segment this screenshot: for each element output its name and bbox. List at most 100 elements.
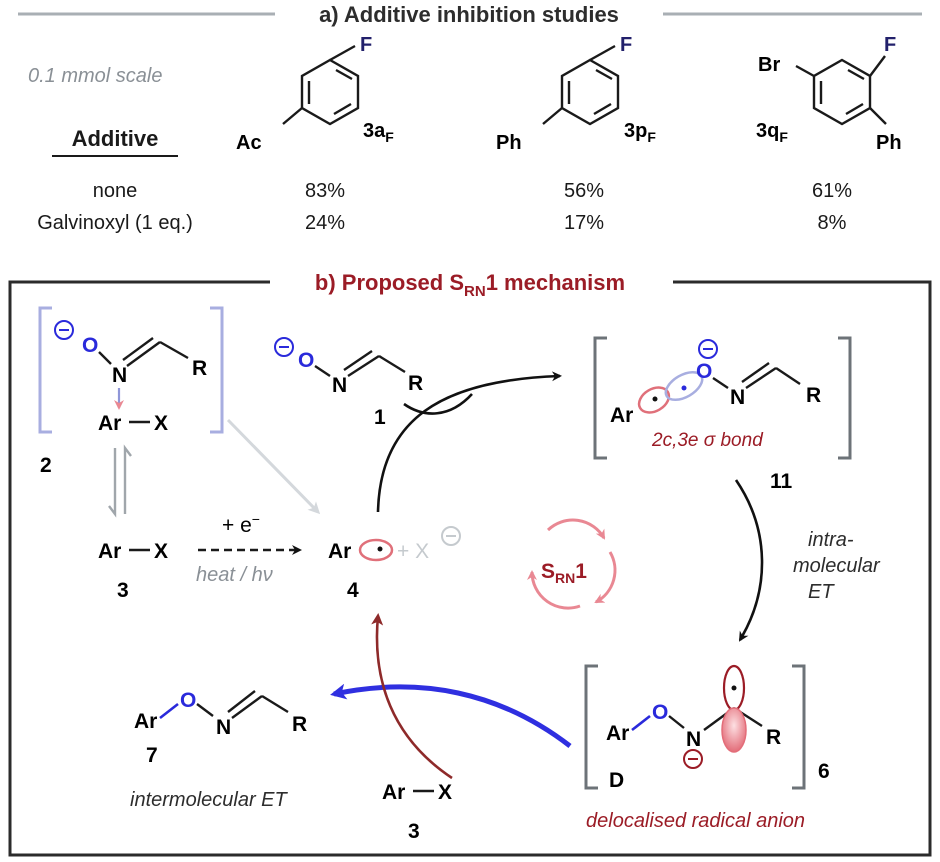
svg-text:R: R — [766, 726, 781, 749]
section-b: b) Proposed SRN1 mechanism O N R Ar X 2 — [8, 270, 932, 857]
fluorine-label: F — [620, 34, 632, 56]
c-br-bond — [795, 64, 815, 78]
svg-text:intra-: intra- — [808, 529, 854, 551]
srn1-label: SRN1 — [541, 560, 587, 586]
negative-charge-icon — [698, 339, 718, 359]
svg-text:N: N — [730, 386, 745, 409]
yield-cell: 8% — [818, 212, 847, 234]
label-d: D — [609, 769, 624, 792]
intramolecular-et-label: intra- molecular ET — [793, 529, 881, 603]
radical-dot — [377, 546, 383, 552]
c-ac-bond — [282, 107, 303, 125]
svg-text:N: N — [112, 364, 127, 387]
compound-label-6: 6 — [818, 760, 830, 783]
negative-charge-icon — [441, 526, 461, 546]
svg-text:Ar: Ar — [382, 781, 405, 804]
section-a: a) Additive inhibition studies 0.1 mmol … — [18, 2, 922, 234]
svg-text:R: R — [408, 372, 423, 395]
svg-text:molecular: molecular — [793, 555, 881, 577]
compound-label-3pF: 3pF — [624, 120, 656, 145]
aryl-orbital — [637, 386, 671, 414]
substituent-ph: Ph — [496, 132, 522, 154]
svg-text:N: N — [332, 374, 347, 397]
substituent-br: Br — [758, 54, 780, 76]
c-f-bond — [869, 55, 886, 77]
p-orbital-lower — [721, 707, 747, 753]
oximate-entry-arrow — [403, 393, 473, 415]
yield-cell: 17% — [564, 212, 604, 234]
dissociation-arrow — [226, 418, 321, 515]
section-b-title: b) Proposed SRN1 mechanism — [315, 270, 625, 300]
svg-text:R: R — [192, 357, 207, 380]
svg-text:Ar: Ar — [134, 710, 157, 733]
radical-anion-11: Ar O N R 2c,3e σ bond 11 — [593, 336, 852, 493]
fluorine-label: F — [884, 34, 896, 56]
svg-text:O: O — [180, 689, 196, 712]
compound-3aF — [282, 44, 360, 126]
svg-text:N: N — [686, 728, 701, 751]
aryl-radical-4: Ar + X 4 — [328, 526, 461, 602]
chain-propagation-arrow — [371, 613, 453, 780]
negative-charge-icon — [274, 337, 294, 357]
mechanism-frame — [8, 280, 932, 857]
svg-text:O: O — [696, 360, 712, 383]
svg-text:R: R — [806, 384, 821, 407]
c-f-bond — [589, 44, 616, 62]
c-ph-bond — [542, 107, 563, 125]
svg-text:X: X — [154, 412, 168, 435]
svg-text:R: R — [292, 713, 307, 736]
product-forming-arrow — [330, 683, 572, 748]
scale-note: 0.1 mmol scale — [28, 65, 163, 87]
intermolecular-et-label: intermolecular ET — [130, 789, 289, 811]
benzene-ring — [300, 58, 360, 126]
substituent-ac: Ac — [236, 132, 262, 154]
benzene-ring — [812, 58, 872, 126]
bond-note: 2c,3e σ bond — [651, 430, 764, 451]
svg-text:N: N — [216, 716, 231, 739]
section-a-title: a) Additive inhibition studies — [319, 2, 619, 27]
svg-text:Ar: Ar — [606, 722, 629, 745]
compound-label-1: 1 — [374, 406, 386, 429]
svg-text:Ar: Ar — [98, 540, 121, 563]
substituent-ph: Ph — [876, 132, 902, 154]
radical-anion-note: delocalised radical anion — [586, 810, 805, 832]
complex-2: O N R Ar X 2 — [38, 306, 224, 477]
compound-3pF — [542, 44, 620, 126]
yield-cell: 83% — [305, 180, 345, 202]
yield-table: none 83% 56% 61% Galvinoxyl (1 eq.) 24% … — [37, 180, 852, 234]
compound-3qF — [795, 55, 887, 126]
aryl-halide-3-bottom: Ar X 3 — [382, 781, 452, 843]
heat-hv-label: heat / hν — [196, 564, 273, 586]
compound-label-11: 11 — [770, 470, 793, 493]
halide-leaving: + X — [397, 540, 429, 563]
yield-cell: 56% — [564, 180, 604, 202]
negative-charge-icon — [54, 320, 74, 340]
svg-text:X: X — [438, 781, 452, 804]
additive-header: Additive — [72, 126, 159, 151]
additive-galvinoxyl: Galvinoxyl (1 eq.) — [37, 212, 193, 234]
benzene-ring — [560, 58, 620, 126]
c-f-bond — [329, 44, 356, 62]
radical-anion-6: Ar O N R D 6 delocalised radical anion — [584, 664, 830, 832]
additive-none: none — [93, 180, 138, 202]
fluorine-label: F — [360, 34, 372, 56]
svg-text:Ar: Ar — [98, 412, 121, 435]
oxygen-orbital — [664, 370, 704, 402]
compound-label-7: 7 — [146, 744, 158, 767]
electron-gain: + e− — [222, 511, 260, 537]
cycle-arrow-4-to-11 — [376, 371, 562, 513]
svg-text:ET: ET — [808, 581, 835, 603]
compound-label-3: 3 — [117, 579, 129, 602]
radical-orbital — [358, 538, 394, 562]
compound-label-3aF: 3aF — [363, 120, 394, 145]
svg-text:O: O — [652, 701, 668, 724]
svg-text:Ar: Ar — [610, 404, 633, 427]
yield-cell: 61% — [812, 180, 852, 202]
cycle-arrow-11-to-6 — [734, 479, 764, 642]
svg-text:O: O — [82, 334, 98, 357]
negative-charge-icon — [683, 749, 703, 769]
compound-label-3qF: 3qF — [756, 120, 788, 145]
aryl-halide-3: Ar X 3 — [98, 540, 168, 602]
svg-text:Ar: Ar — [328, 540, 351, 563]
